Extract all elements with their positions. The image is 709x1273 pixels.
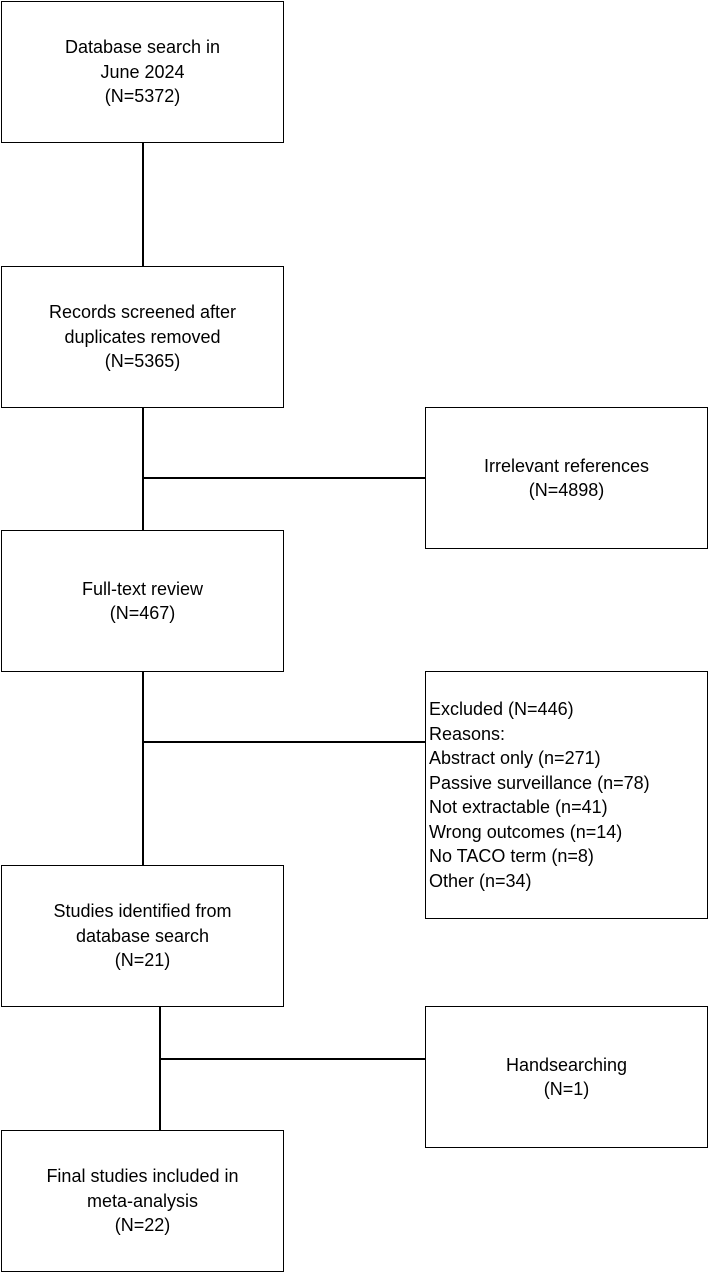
connector-to-excluded bbox=[142, 741, 426, 743]
box-count: (N=5372) bbox=[104, 86, 181, 107]
box-text-line: Full-text review bbox=[81, 578, 204, 599]
box-text-line: Records screened after bbox=[48, 302, 237, 323]
database-search-box: Database search in June 2024 (N=5372) bbox=[1, 1, 284, 143]
exclusion-reason: Other (n=34) bbox=[429, 870, 532, 891]
handsearching-box: Handsearching (N=1) bbox=[425, 1006, 708, 1148]
box-text-line: Database search in bbox=[64, 37, 221, 58]
box-text-line: database search bbox=[75, 925, 210, 946]
full-text-review-box: Full-text review (N=467) bbox=[1, 530, 284, 672]
irrelevant-references-box: Irrelevant references (N=4898) bbox=[425, 407, 708, 549]
connector-to-irrelevant bbox=[142, 477, 426, 479]
box-text-line: meta-analysis bbox=[86, 1190, 199, 1211]
box-text-line: Handsearching bbox=[505, 1054, 628, 1075]
box-text-line: Irrelevant references bbox=[483, 455, 650, 476]
connector-studies-to-final bbox=[159, 1006, 161, 1130]
box-text-line: June 2024 bbox=[100, 61, 185, 82]
box-text-line: Final studies included in bbox=[46, 1166, 239, 1187]
studies-identified-box: Studies identified from database search … bbox=[1, 865, 284, 1007]
box-count: (N=5365) bbox=[104, 351, 181, 372]
box-text-line: duplicates removed bbox=[64, 326, 221, 347]
box-count: (N=4898) bbox=[528, 480, 605, 500]
exclusion-reason: No TACO term (n=8) bbox=[429, 846, 594, 866]
connector-screened-to-fulltext bbox=[142, 407, 144, 531]
box-text-line: Studies identified from bbox=[53, 901, 232, 922]
exclusion-reason: Not extractable (n=41) bbox=[429, 797, 608, 817]
box-count: (N=1) bbox=[543, 1079, 590, 1099]
final-studies-box: Final studies included in meta-analysis … bbox=[1, 1130, 284, 1272]
box-count: (N=22) bbox=[114, 1215, 171, 1236]
exclusion-reason: Abstract only (n=271) bbox=[429, 748, 601, 768]
box-count: (N=467) bbox=[109, 603, 176, 623]
excluded-box: Excluded (N=446) Reasons: Abstract only … bbox=[425, 671, 708, 919]
box-count: (N=21) bbox=[114, 950, 171, 971]
reasons-heading: Reasons: bbox=[429, 723, 506, 744]
exclusion-reason: Wrong outcomes (n=14) bbox=[429, 821, 623, 842]
connector-handsearching bbox=[159, 1058, 426, 1060]
connector-fulltext-to-studies bbox=[142, 671, 144, 865]
records-screened-box: Records screened after duplicates remove… bbox=[1, 266, 284, 408]
excluded-total: Excluded (N=446) bbox=[429, 699, 574, 719]
connector-search-to-screened bbox=[142, 142, 144, 266]
exclusion-reason: Passive surveillance (n=78) bbox=[429, 772, 650, 793]
